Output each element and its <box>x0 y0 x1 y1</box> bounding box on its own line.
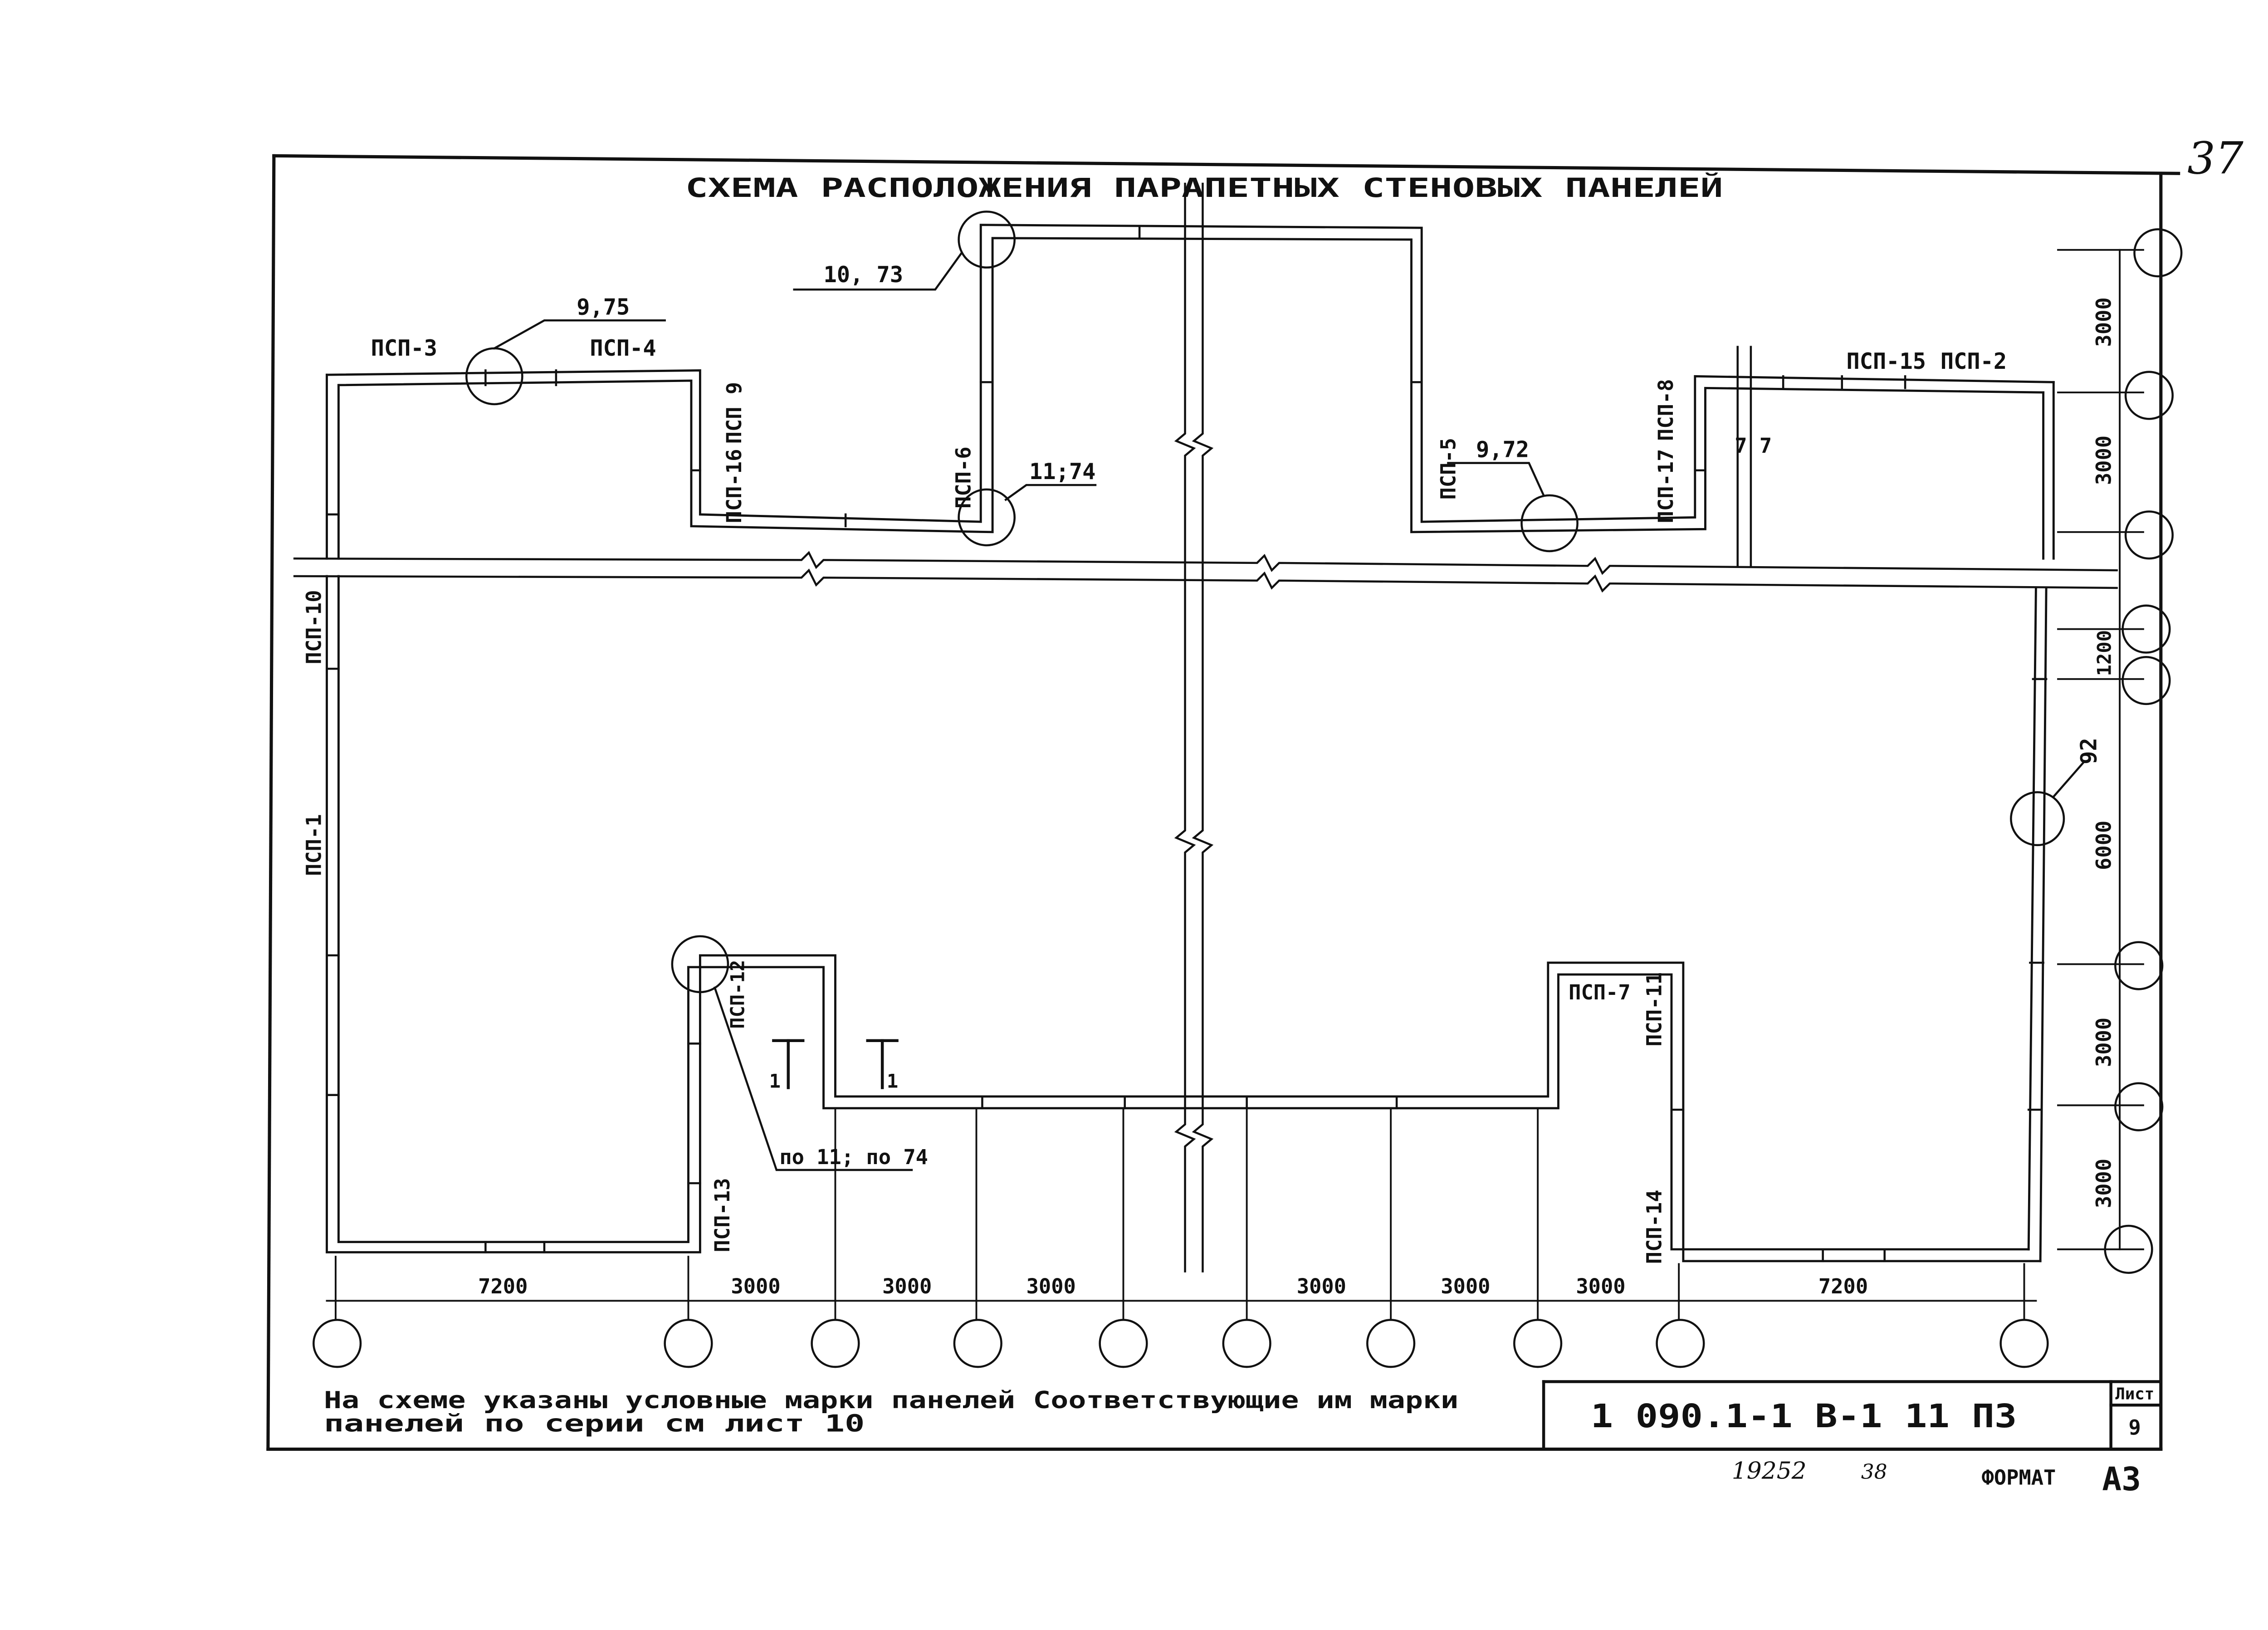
callout-1174: 11;74 <box>1029 459 1095 485</box>
right-dimensions: 3000 3000 1200 6000 3000 3000 <box>2092 297 2116 1208</box>
dim-bottom-4: 3000 <box>1026 1274 1076 1298</box>
panel-psp4: ПСП-4 <box>590 336 656 361</box>
panel-psp2: ПСП-2 <box>1941 349 2007 374</box>
callout-92: 92 <box>2076 738 2102 764</box>
panel-psp5: ПСП-5 <box>1437 438 1461 499</box>
callout-1073: 10, 73 <box>824 262 903 288</box>
bottom-dimensions: 7200 3000 3000 3000 3000 3000 3000 7200 <box>478 1274 1868 1298</box>
detail-callouts <box>465 210 2086 1171</box>
panel-psp13: ПСП-13 <box>710 1178 734 1253</box>
dim-bottom-7: 3000 <box>1576 1274 1625 1298</box>
panel-psp10: ПСП-10 <box>302 590 326 665</box>
stamp-sheet-label: Лист <box>2115 1385 2154 1403</box>
page-number: 37 <box>2187 132 2244 184</box>
stamp-code: 1 090.1-1 В-1 11 ПЗ <box>1591 1397 2017 1435</box>
panel-psp1: ПСП-1 <box>302 814 326 876</box>
break-lines <box>293 182 2118 1273</box>
title-block <box>1542 1380 2163 1451</box>
panel-psp8: ПСП-8 <box>1654 379 1678 441</box>
callout-po: по 11; по 74 <box>779 1145 928 1169</box>
stamp-sheet-number: 9 <box>2129 1415 2141 1439</box>
footer-inv-number: 19252 <box>1732 1457 1807 1484</box>
break-mark-label: 7 7 <box>1735 434 1772 458</box>
dim-right-5: 3000 <box>2092 1018 2116 1067</box>
panel-psp12: ПСП-12 <box>727 960 749 1029</box>
dim-bottom-2: 3000 <box>731 1274 780 1298</box>
footer-format-value: А3 <box>2102 1460 2141 1498</box>
callout-975: 9,75 <box>577 294 630 320</box>
dim-right-1: 3000 <box>2092 297 2116 347</box>
note-line-1: На схеме указаны условные марки панелей … <box>324 1387 1458 1414</box>
dim-bottom-1: 7200 <box>478 1274 528 1298</box>
drawing-title: СХЕМА РАСПОЛОЖЕНИЯ ПАРАПЕТНЫХ СТЕНОВЫХ П… <box>685 172 1723 203</box>
panel-psp15: ПСП-15 <box>1846 349 1926 374</box>
callout-972: 9,72 <box>1476 437 1529 463</box>
panel-psp9: ПСП 9 <box>722 382 746 444</box>
dim-bottom-3: 3000 <box>882 1274 932 1298</box>
panel-psp3: ПСП-3 <box>371 336 437 361</box>
section-mark-left: 1 <box>769 1070 781 1092</box>
panel-labels: ПСП-3 ПСП-4 ПСП-15 ПСП-2 ПСП-7 ПСП 9 ПСП… <box>302 336 2007 1264</box>
panel-psp7: ПСП-7 <box>1569 980 1631 1004</box>
bottom-dimension-line <box>326 1109 2037 1321</box>
dim-bottom-8: 7200 <box>1818 1274 1868 1298</box>
bottom-axis-markers <box>313 1319 2049 1368</box>
right-axis-markers <box>2104 228 2183 1274</box>
callout-labels: 9,75 10, 73 11;74 9,72 92 по 11; по 74 <box>577 262 2102 1169</box>
section-mark-right: 1 <box>887 1070 898 1092</box>
dim-right-3: 1200 <box>2093 630 2116 676</box>
panel-joints <box>326 226 2048 1263</box>
dim-bottom-6: 3000 <box>1441 1274 1490 1298</box>
panel-psp6: ПСП-6 <box>952 446 976 509</box>
dim-right-6: 3000 <box>2092 1159 2116 1208</box>
panel-psp17: ПСП-17 <box>1654 449 1678 524</box>
parapet-walls <box>326 224 2055 1263</box>
right-dimension-line <box>2057 249 2144 1250</box>
note-line-2: панелей по серии см лист 10 <box>324 1410 865 1438</box>
footer-format-label: ФОРМАТ <box>1982 1465 2056 1489</box>
panel-psp16: ПСП-16 <box>722 449 746 524</box>
drawing-frame <box>266 154 2180 1451</box>
dim-bottom-5: 3000 <box>1297 1274 1346 1298</box>
section-marks <box>772 1039 899 1089</box>
panel-psp11: ПСП-11 <box>1642 972 1666 1047</box>
dim-right-2: 3000 <box>2092 436 2116 485</box>
panel-psp14: ПСП-14 <box>1642 1189 1666 1264</box>
footer-number: 38 <box>1861 1459 1887 1483</box>
dim-right-4: 6000 <box>2092 821 2116 870</box>
